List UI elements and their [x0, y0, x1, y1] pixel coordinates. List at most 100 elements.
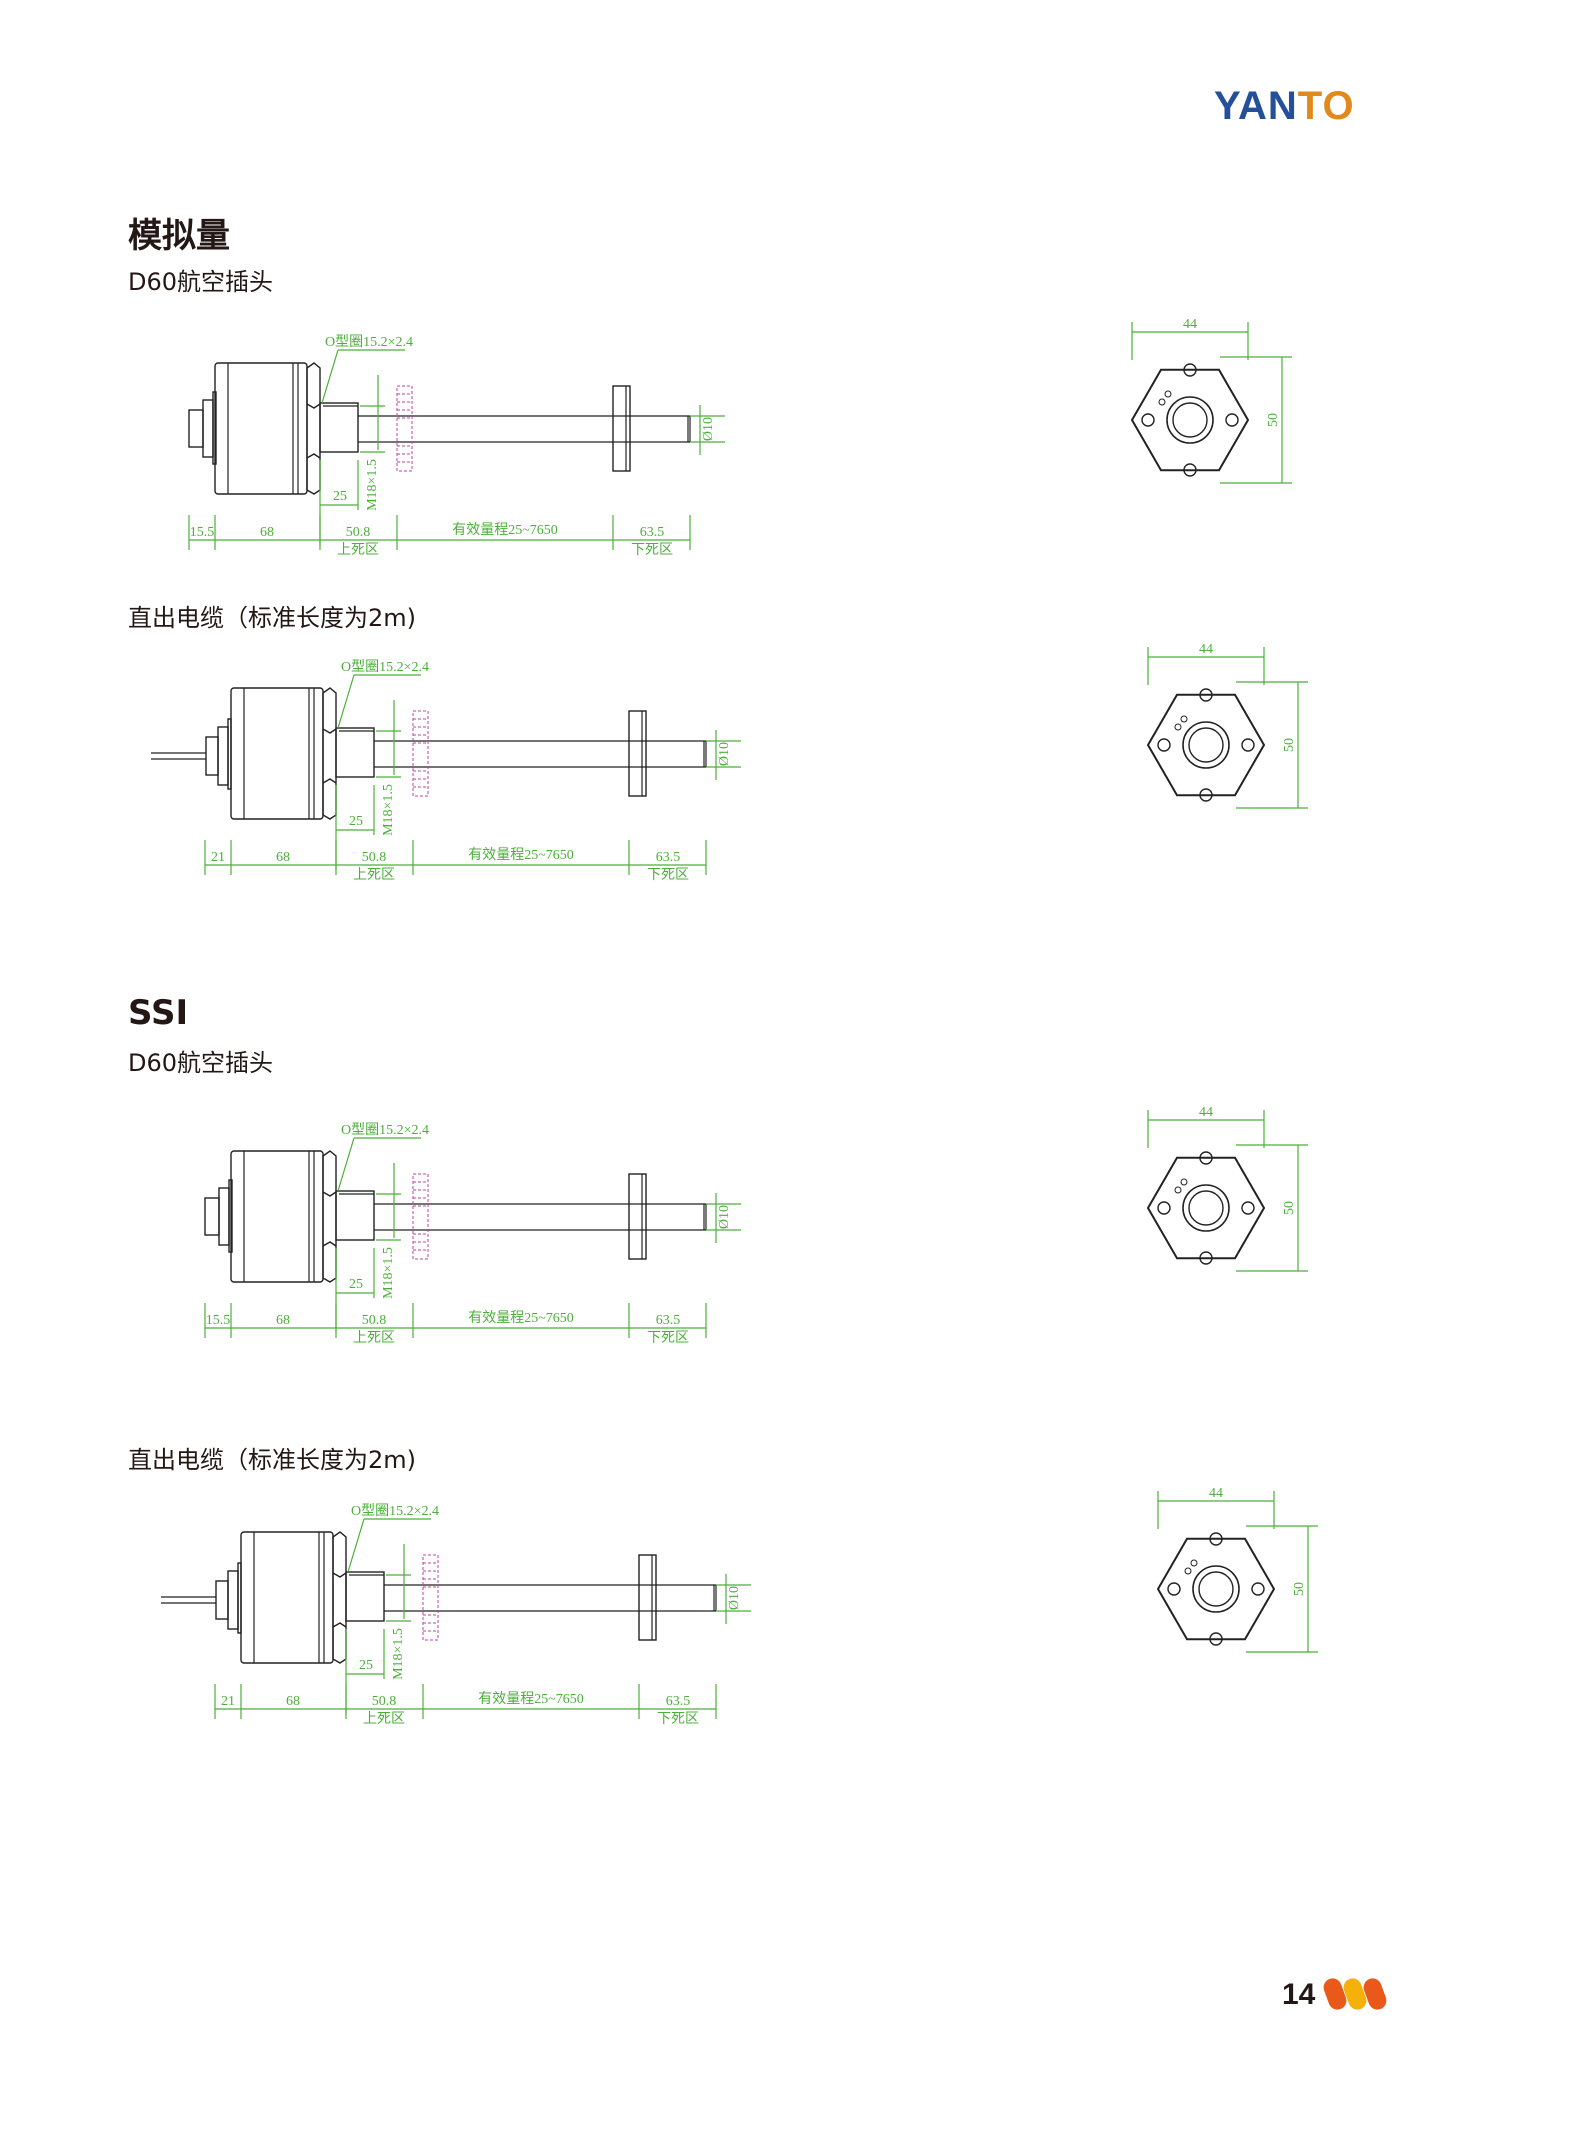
- connector-circle: [1182, 1184, 1230, 1232]
- dim-body: 68: [276, 850, 290, 865]
- logo-text-blue: YAN: [1214, 83, 1298, 128]
- cable-gland-nut: [227, 1570, 239, 1630]
- section-title-ssi: SSI: [128, 993, 189, 1033]
- dim-range: 有效量程25~7650: [478, 1691, 584, 1707]
- mount-hole: [1199, 1151, 1213, 1165]
- dim-lower: 63.5: [666, 1694, 691, 1709]
- lower-zone-label: 下死区: [647, 1330, 689, 1346]
- rod-dia-label: Ø10: [727, 1586, 742, 1610]
- end-view-hex: [1146, 693, 1266, 797]
- oring-label: O型圈15.2×2.4: [325, 334, 413, 350]
- mount-hole: [1209, 1632, 1223, 1646]
- mount-hole: [1251, 1582, 1265, 1596]
- dim-width-label: 44: [1199, 642, 1213, 657]
- dim-lower: 63.5: [656, 1313, 681, 1328]
- oring-leader: [337, 674, 355, 729]
- magnet-ring: [396, 385, 413, 472]
- dim-height-label: 50: [1292, 1582, 1307, 1596]
- page-number: 14: [1282, 1978, 1316, 2011]
- hex-nut: [322, 687, 337, 820]
- dim-left: 15.5: [190, 525, 215, 540]
- dim-upper: 50.8: [346, 525, 371, 540]
- connector-inner: [1188, 727, 1224, 763]
- thread-label: M18×1.5: [391, 1628, 406, 1680]
- logo-text-orange: TO: [1297, 83, 1355, 128]
- rod-dia-label: Ø10: [701, 417, 716, 441]
- hex-nut: [306, 362, 321, 495]
- dim-width-label: 44: [1183, 317, 1197, 332]
- led-indicator: [1190, 1559, 1198, 1567]
- dim-upper: 50.8: [362, 1313, 387, 1328]
- hex-nut: [332, 1531, 347, 1664]
- oring-label: O型圈15.2×2.4: [341, 1122, 429, 1138]
- mount-hole: [1199, 788, 1213, 802]
- dim-body: 68: [286, 1694, 300, 1709]
- dim-thread-length: 25: [349, 1277, 363, 1292]
- lower-zone-label: 下死区: [647, 867, 689, 883]
- mount-hole: [1183, 363, 1197, 377]
- float-flange: [628, 1173, 647, 1260]
- float-flange: [628, 710, 647, 797]
- thread-label: M18×1.5: [381, 784, 396, 836]
- led-indicator: [1180, 715, 1188, 723]
- mount-hole: [1167, 1582, 1181, 1596]
- mount-hole: [1241, 1201, 1255, 1215]
- dim-upper: 50.8: [362, 850, 387, 865]
- connector-circle: [1182, 721, 1230, 769]
- mount-hole: [1241, 738, 1255, 752]
- mount-hole: [1199, 1251, 1213, 1265]
- dim-range: 有效量程25~7650: [452, 522, 558, 538]
- hex-nut: [322, 1150, 337, 1283]
- dim-thread-length: 25: [349, 814, 363, 829]
- subtitle-connector-2: D60航空插头: [128, 1049, 274, 1077]
- led-indicator: [1164, 390, 1172, 398]
- led-indicator: [1174, 1186, 1182, 1194]
- magnet-ring: [412, 1173, 429, 1260]
- oring-leader: [347, 1518, 365, 1573]
- mount-hole: [1225, 413, 1239, 427]
- upper-zone-label: 上死区: [353, 1330, 395, 1346]
- footer-pill-icon: [1361, 1975, 1389, 2013]
- thread-label: M18×1.5: [365, 459, 380, 511]
- oring-leader: [321, 349, 339, 404]
- connector-circle: [1192, 1565, 1240, 1613]
- mount-hole: [1157, 1201, 1171, 1215]
- dim-left: 15.5: [206, 1313, 231, 1328]
- dim-thread-length: 25: [359, 1658, 373, 1673]
- float-flange: [638, 1554, 657, 1641]
- magnet-ring: [422, 1554, 439, 1641]
- magnet-ring: [412, 710, 429, 797]
- subtitle-connector-1: D60航空插头: [128, 268, 274, 296]
- dim-width-label: 44: [1209, 1486, 1223, 1501]
- dim-height-label: 50: [1282, 1201, 1297, 1215]
- oring-label: O型圈15.2×2.4: [341, 659, 429, 675]
- led-indicator: [1184, 1567, 1192, 1575]
- led-indicator: [1180, 1178, 1188, 1186]
- dim-left: 21: [221, 1694, 235, 1709]
- end-view-hex: [1130, 368, 1250, 472]
- thread: [335, 727, 375, 778]
- thread-label: M18×1.5: [381, 1247, 396, 1299]
- dim-body: 68: [260, 525, 274, 540]
- connector-plug: [204, 1197, 220, 1236]
- dim-lower: 63.5: [640, 525, 665, 540]
- mount-hole: [1183, 463, 1197, 477]
- oring-leader: [337, 1137, 355, 1192]
- oring-label: O型圈15.2×2.4: [351, 1503, 439, 1519]
- cable-gland-nut: [217, 726, 229, 786]
- mount-hole: [1209, 1532, 1223, 1546]
- mount-hole: [1199, 688, 1213, 702]
- mount-hole: [1157, 738, 1171, 752]
- upper-zone-label: 上死区: [337, 542, 379, 558]
- connector-circle: [1166, 396, 1214, 444]
- dim-range: 有效量程25~7650: [468, 847, 574, 863]
- lower-zone-label: 下死区: [657, 1711, 699, 1727]
- cable-gland: [205, 736, 219, 776]
- thread: [319, 402, 359, 453]
- rod-dia-label: Ø10: [717, 1205, 732, 1229]
- connector-inner: [1198, 1571, 1234, 1607]
